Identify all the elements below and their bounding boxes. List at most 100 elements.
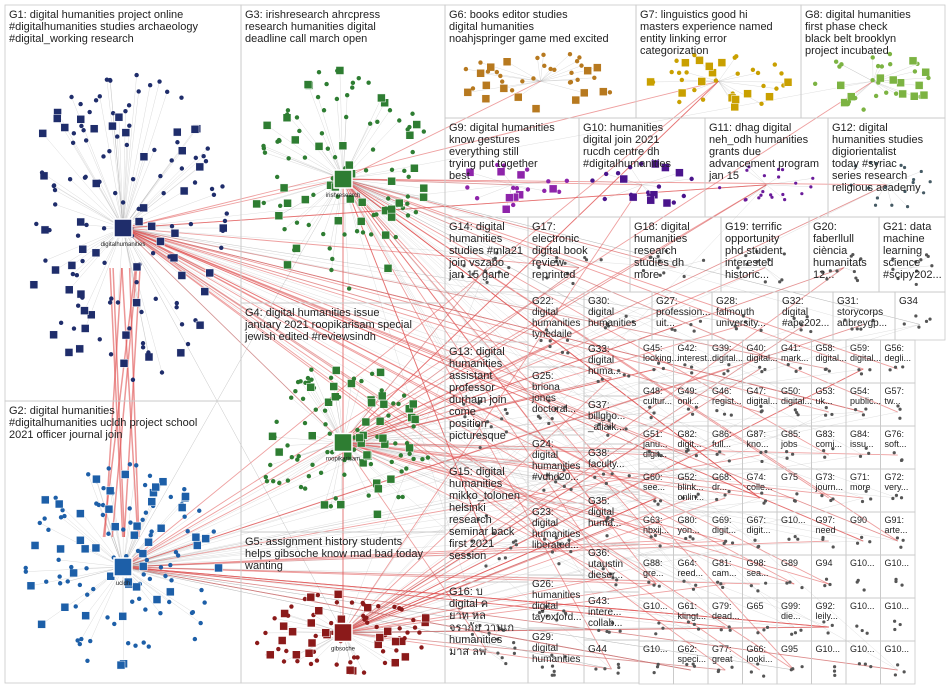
node bbox=[827, 369, 831, 373]
cross-edge bbox=[342, 178, 921, 325]
node bbox=[107, 149, 112, 154]
node bbox=[302, 596, 308, 602]
avatar-node bbox=[571, 95, 581, 105]
node bbox=[360, 230, 366, 235]
node bbox=[604, 519, 608, 523]
node bbox=[297, 128, 302, 134]
node bbox=[857, 368, 861, 372]
node bbox=[254, 640, 260, 646]
node bbox=[774, 86, 779, 91]
edge bbox=[342, 178, 424, 189]
node bbox=[759, 193, 763, 197]
avatar-node bbox=[288, 627, 297, 636]
node bbox=[800, 665, 804, 669]
node bbox=[393, 441, 398, 446]
avatar-node bbox=[292, 244, 301, 253]
node bbox=[209, 186, 215, 192]
group-label-g32: G32:digital#ape202... bbox=[782, 296, 829, 329]
node bbox=[749, 584, 753, 588]
node bbox=[853, 164, 858, 168]
node bbox=[402, 636, 407, 641]
node bbox=[85, 658, 90, 663]
node bbox=[211, 192, 217, 198]
node bbox=[134, 72, 139, 78]
edge bbox=[45, 227, 124, 261]
edge bbox=[911, 265, 932, 268]
cross-edge-red bbox=[122, 566, 657, 585]
edge bbox=[840, 81, 874, 86]
node bbox=[831, 446, 835, 451]
node bbox=[767, 257, 771, 262]
node bbox=[140, 345, 146, 350]
node bbox=[334, 96, 340, 102]
avatar-node bbox=[76, 536, 85, 545]
node bbox=[141, 640, 146, 645]
node bbox=[503, 408, 508, 412]
group-label-g74: G74:colle... bbox=[747, 472, 773, 492]
node bbox=[891, 496, 895, 501]
node bbox=[868, 161, 873, 165]
avatar-node bbox=[81, 611, 90, 620]
node bbox=[888, 368, 892, 372]
node bbox=[182, 514, 187, 519]
node bbox=[474, 196, 480, 201]
group-label-g85: G85:jobs bbox=[780, 429, 801, 449]
node bbox=[461, 275, 465, 279]
edge bbox=[766, 184, 811, 188]
node bbox=[684, 449, 689, 453]
node bbox=[394, 648, 399, 653]
node bbox=[856, 578, 860, 582]
node bbox=[782, 252, 786, 256]
cross-edge bbox=[122, 184, 513, 229]
node bbox=[308, 661, 314, 667]
group-label-g67: G67:digit... bbox=[747, 515, 771, 535]
node bbox=[899, 458, 904, 463]
cross-edge bbox=[342, 178, 657, 499]
node bbox=[106, 466, 111, 471]
edge bbox=[911, 256, 929, 268]
edge bbox=[540, 77, 595, 82]
node bbox=[652, 583, 656, 587]
node bbox=[202, 600, 207, 605]
cross-edge-red bbox=[122, 80, 719, 229]
node bbox=[190, 610, 196, 615]
node bbox=[849, 254, 853, 258]
avatar-node bbox=[26, 581, 36, 591]
node bbox=[493, 256, 497, 261]
node bbox=[425, 455, 431, 460]
node bbox=[624, 314, 628, 318]
node bbox=[824, 577, 829, 581]
node bbox=[96, 502, 101, 508]
edge bbox=[122, 149, 155, 229]
node bbox=[60, 508, 65, 513]
node bbox=[650, 79, 656, 85]
node bbox=[511, 202, 516, 208]
avatar-node bbox=[307, 618, 316, 628]
node bbox=[684, 70, 689, 75]
node bbox=[47, 227, 52, 233]
edge bbox=[117, 136, 124, 229]
node bbox=[597, 628, 601, 633]
edge bbox=[886, 184, 905, 192]
group-label-g2: G2: digital humanities#digitalhumanities… bbox=[9, 405, 197, 441]
cross-edge bbox=[122, 454, 864, 568]
node bbox=[759, 101, 764, 106]
avatar-node bbox=[252, 199, 261, 209]
node bbox=[399, 607, 404, 612]
node bbox=[593, 475, 597, 479]
node bbox=[763, 367, 767, 372]
avatar-node bbox=[661, 163, 670, 172]
cross-edge-red bbox=[342, 178, 864, 370]
node bbox=[762, 674, 766, 678]
node bbox=[121, 527, 126, 532]
node bbox=[42, 516, 47, 521]
node bbox=[380, 649, 386, 654]
node bbox=[893, 673, 897, 677]
cross-edge-red bbox=[342, 368, 864, 633]
group-label-g61: G61:klingt... bbox=[678, 601, 707, 621]
cross-edge-red bbox=[122, 227, 657, 542]
node bbox=[315, 94, 321, 100]
cross-edge bbox=[342, 178, 865, 325]
node bbox=[730, 665, 734, 669]
